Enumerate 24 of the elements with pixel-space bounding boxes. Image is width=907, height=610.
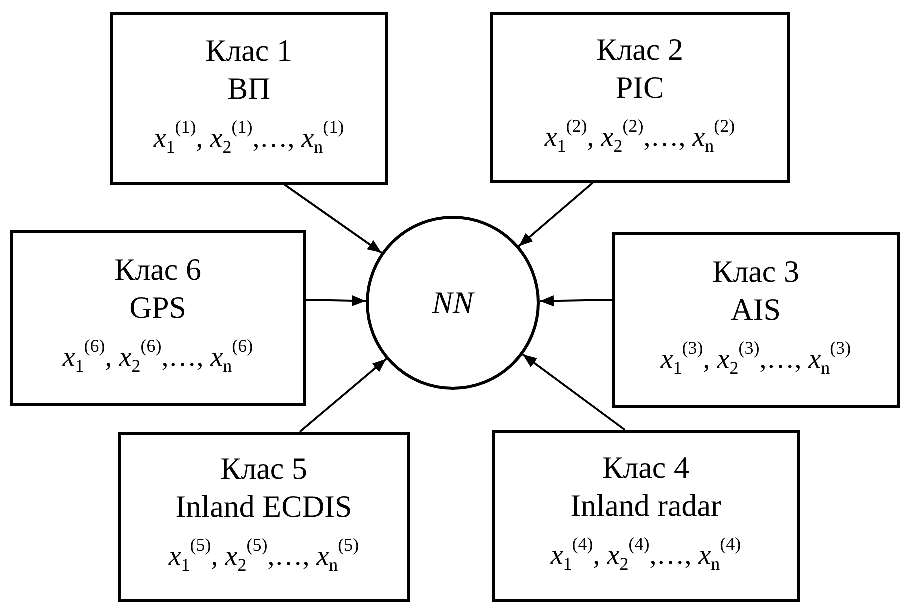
class-title: Клас 3 [712, 253, 800, 291]
class-box [10, 230, 306, 406]
class-box [490, 12, 790, 183]
class-box [118, 432, 410, 602]
class-title: Клас 2 [596, 30, 684, 68]
class-title: Клас 6 [114, 251, 202, 289]
class-box [612, 232, 900, 408]
class-title: Клас 5 [220, 450, 308, 488]
class-name: AIS [731, 291, 781, 329]
class-name: PIC [616, 68, 664, 106]
class-name: Inland ECDIS [176, 488, 352, 526]
arrow [518, 182, 594, 248]
arrow [540, 296, 612, 307]
class-box [492, 430, 800, 602]
class-title: Клас 1 [206, 32, 292, 70]
class-box [110, 12, 388, 185]
class-title: NN [432, 284, 474, 322]
class-name: GPS [130, 289, 186, 327]
class-name: ВП [227, 70, 271, 108]
class-name: Inland radar [570, 487, 722, 525]
class-title: Клас 4 [602, 449, 690, 487]
arrow [284, 184, 382, 254]
arrow [306, 295, 366, 307]
arrow [522, 354, 626, 431]
